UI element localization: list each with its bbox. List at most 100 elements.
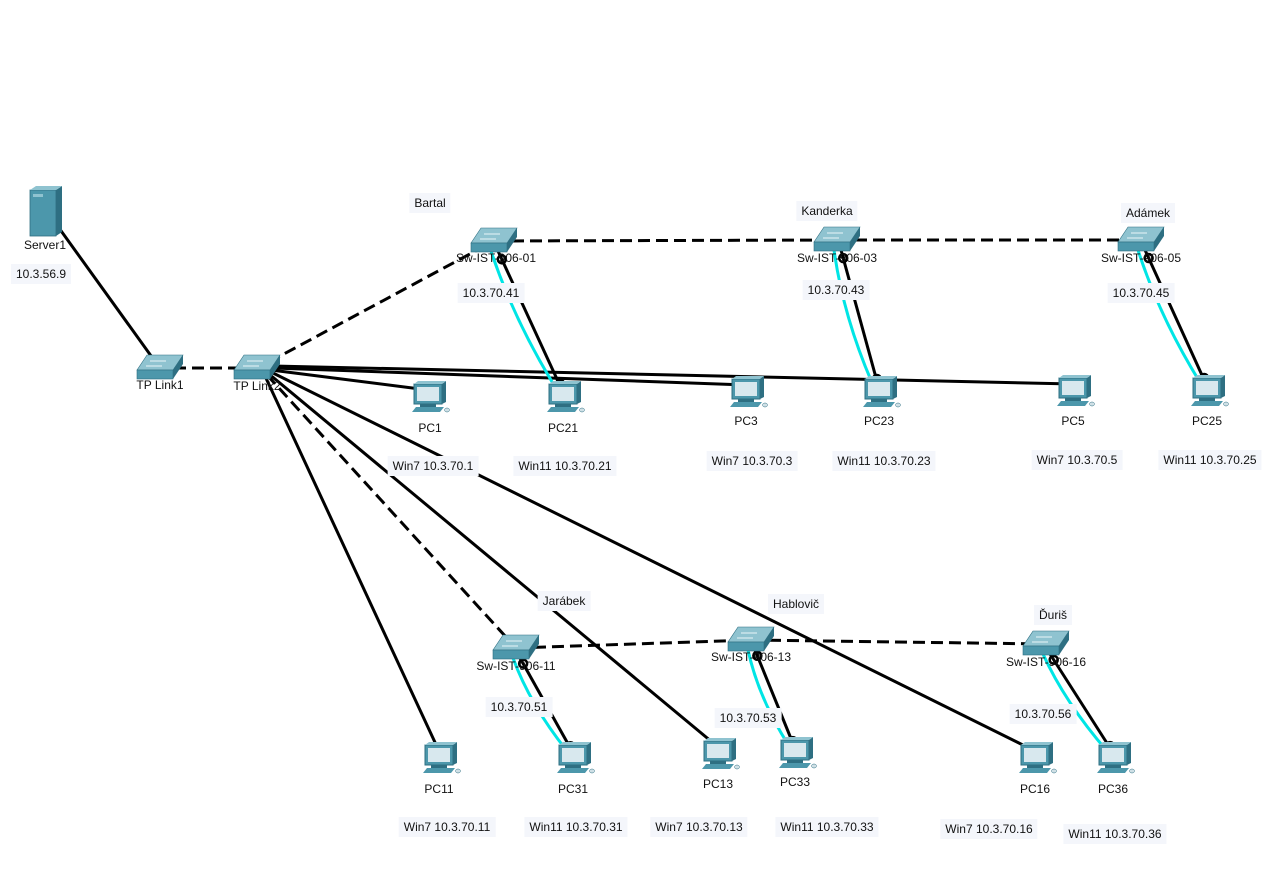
ethernet-cable[interactable] (268, 372, 719, 749)
pc-icon[interactable] (412, 381, 450, 413)
ethernet-cable[interactable] (263, 375, 441, 752)
device-name-label: PC33 (779, 775, 811, 789)
owner-label: Ďuriš (1033, 605, 1073, 625)
owner-label: Adámek (1120, 203, 1176, 223)
device-name-label: TP Link2 (233, 379, 281, 393)
console-cable[interactable] (1136, 249, 1203, 385)
device-name-label: Server1 (23, 238, 67, 252)
pc-pc16[interactable] (1019, 742, 1057, 774)
device-name-label: PC16 (1019, 782, 1051, 796)
pc-icon[interactable] (423, 742, 461, 774)
pc-pc21[interactable] (547, 381, 585, 413)
switch-sw11[interactable] (492, 634, 540, 660)
ethernet-cable[interactable] (1048, 653, 1114, 752)
switch-sw16[interactable] (1022, 630, 1070, 656)
pc-pc36[interactable] (1097, 742, 1135, 774)
switch-icon[interactable] (727, 626, 775, 652)
pc-icon[interactable] (779, 737, 817, 769)
pc-pc33[interactable] (779, 737, 817, 769)
switch-icon[interactable] (470, 227, 518, 253)
device-ip-tag: 10.3.70.43 (802, 280, 870, 300)
device-ip-tag: 10.3.70.41 (457, 283, 525, 303)
device-name-label: PC11 (424, 782, 454, 796)
ethernet-cable[interactable] (270, 368, 429, 392)
pc-icon[interactable] (1019, 742, 1057, 774)
switch-sw13[interactable] (727, 626, 775, 652)
port-connector-icon (837, 252, 849, 264)
server-server1[interactable] (29, 186, 62, 237)
crossover-cable[interactable] (515, 638, 752, 650)
device-name-label: PC1 (418, 421, 442, 435)
device-name-label: Sw-IST-906-16 (1005, 655, 1087, 669)
switch-icon[interactable] (1117, 226, 1165, 252)
device-ip-tag: Win7 10.3.70.13 (650, 817, 748, 837)
pc-icon[interactable] (1057, 375, 1095, 407)
device-ip-tag: Win11 10.3.70.25 (1158, 450, 1262, 470)
ethernet-cable[interactable] (272, 366, 747, 387)
ethernet-cable[interactable] (272, 364, 1074, 386)
ethernet-cable[interactable] (270, 370, 1036, 753)
switch-tplink2[interactable] (233, 354, 281, 380)
pc-icon[interactable] (547, 381, 585, 413)
ethernet-cable[interactable] (496, 250, 564, 391)
device-ip-tag: 10.3.70.56 (1009, 704, 1077, 724)
switch-tplink1[interactable] (136, 354, 184, 380)
port-connector-icon (752, 650, 763, 662)
pc-icon[interactable] (702, 738, 740, 770)
switch-icon[interactable] (813, 226, 861, 252)
console-cable[interactable] (489, 250, 559, 391)
server-icon[interactable] (29, 186, 62, 237)
device-name-label: Sw-IST-906-05 (1100, 251, 1182, 265)
device-name-label: PC25 (1191, 414, 1223, 428)
pc-icon[interactable] (557, 742, 595, 774)
ethernet-cable[interactable] (57, 227, 156, 361)
device-ip-tag: Win7 10.3.70.3 (706, 451, 798, 471)
pc-pc23[interactable] (863, 376, 901, 408)
switch-sw05[interactable] (1117, 226, 1165, 252)
switch-icon[interactable] (233, 354, 281, 380)
device-ip-tag: Win7 10.3.70.5 (1031, 450, 1123, 470)
pc-pc25[interactable] (1191, 375, 1229, 407)
switch-icon[interactable] (1022, 630, 1070, 656)
pc-pc13[interactable] (702, 738, 740, 770)
device-name-label: PC3 (734, 414, 758, 428)
pc-pc5[interactable] (1057, 375, 1095, 407)
pc-icon[interactable] (1097, 742, 1135, 774)
pc-icon[interactable] (730, 376, 768, 408)
links-layer (57, 227, 1210, 753)
owner-label: Kanderka (796, 201, 858, 221)
device-ip-tag: Win7 10.3.70.16 (940, 819, 1038, 839)
ethernet-cable[interactable] (1143, 249, 1208, 385)
pc-pc1[interactable] (412, 381, 450, 413)
device-name-label: PC5 (1061, 414, 1085, 428)
pc-pc31[interactable] (557, 742, 595, 774)
switch-sw03[interactable] (813, 226, 861, 252)
device-name-label: TP Link1 (136, 378, 184, 392)
port-connector-icon (517, 658, 529, 669)
switch-icon[interactable] (136, 354, 184, 380)
device-ip-tag: 10.3.70.51 (485, 697, 553, 717)
crossover-cable[interactable] (265, 373, 518, 650)
device-name-label: PC23 (863, 414, 895, 428)
pc-icon[interactable] (863, 376, 901, 408)
device-name-label: Sw-IST-906-03 (796, 251, 878, 265)
console-cable[interactable] (746, 649, 791, 747)
crossover-cable[interactable] (493, 238, 838, 243)
owner-label: Bartal (409, 193, 451, 213)
device-ip-tag: Win7 10.3.70.1 (387, 456, 479, 476)
device-name-label: Sw-IST-906-01 (455, 251, 537, 265)
port-connector-icon (1143, 252, 1154, 264)
switch-icon[interactable] (492, 634, 540, 660)
console-cable[interactable] (1041, 653, 1109, 752)
switch-sw01[interactable] (470, 227, 518, 253)
crossover-cable[interactable] (268, 239, 495, 364)
console-cable[interactable] (832, 249, 875, 386)
pc-pc3[interactable] (730, 376, 768, 408)
ethernet-cable[interactable] (753, 649, 796, 747)
pc-pc11[interactable] (423, 742, 461, 774)
device-name-label: PC21 (547, 421, 579, 435)
crossover-cable[interactable] (750, 638, 1047, 646)
pc-icon[interactable] (1191, 375, 1229, 407)
ethernet-cable[interactable] (839, 249, 880, 386)
